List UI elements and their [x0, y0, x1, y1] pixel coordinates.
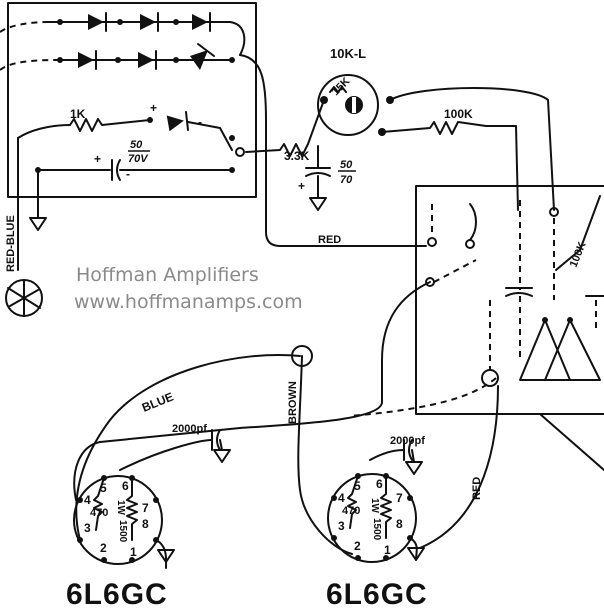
- left-pin-8: 8: [142, 517, 149, 531]
- right-res-470: 470: [342, 505, 360, 517]
- left-pin-1: 1: [130, 545, 137, 559]
- cap2-50-top: 50: [340, 159, 353, 171]
- left-res-1w: 1W: [115, 500, 126, 516]
- res-1k-label: 1K: [70, 107, 86, 121]
- cap-plus: +: [94, 152, 101, 166]
- filter-board: [415, 185, 604, 415]
- wire-brown-label: BROWN: [287, 381, 299, 424]
- wire-blue-label: BLUE: [140, 390, 176, 415]
- pot-10k: [317, 74, 394, 136]
- left-pin-4: 4: [84, 493, 91, 507]
- res-100k-side-label: 100K: [568, 240, 589, 269]
- cap-2000pf-left-label: 2000pf: [172, 423, 207, 435]
- cap2-70-bottom: 70: [340, 174, 353, 186]
- right-res-1500: 1500: [371, 518, 382, 541]
- plus-sign: +: [150, 101, 157, 115]
- right-pin-4: 4: [338, 491, 345, 505]
- minus-sign: -: [198, 115, 202, 129]
- left-pin-7: 7: [142, 501, 149, 515]
- right-pin-6: 6: [376, 477, 383, 491]
- diode: [192, 12, 211, 32]
- tube-socket-left: [73, 475, 175, 569]
- left-res-470: 470: [90, 507, 108, 519]
- left-res-1500: 1500: [117, 520, 128, 543]
- watermark-line1: Hoffman Amplifiers: [76, 264, 259, 286]
- watermark-line2: www.hoffmanamps.com: [74, 291, 303, 313]
- right-pin-2: 2: [354, 539, 361, 553]
- right-pin-3: 3: [338, 519, 345, 533]
- cap-70v-bottom: 70V: [128, 153, 149, 165]
- left-pin-6: 6: [122, 479, 129, 493]
- res-3k3-label: 3.3K: [284, 149, 310, 163]
- bias-board: [0, 2, 257, 271]
- bias-board-outline: [7, 2, 257, 198]
- diode: [78, 50, 97, 70]
- cap-2000pf-right-label: 2000pf: [390, 435, 425, 447]
- diode: [88, 12, 107, 32]
- cap-50-top: 50: [130, 139, 143, 151]
- wire-grommet: [481, 369, 499, 387]
- tube-name-right: 6L6GC: [326, 578, 428, 611]
- left-pin-3: 3: [84, 521, 91, 535]
- wire-red-right-label: RED: [471, 477, 483, 500]
- wire-red-blue-label: RED-BLUE: [5, 215, 17, 272]
- right-pin-1: 1: [384, 543, 391, 557]
- tube-name-left: 6L6GC: [66, 578, 168, 611]
- right-pin-5: 5: [354, 479, 361, 493]
- right-pin-8: 8: [396, 517, 403, 531]
- right-res-1w: 1W: [369, 498, 380, 514]
- wire-red-top-label: RED: [318, 234, 341, 246]
- cap-minus: -: [126, 167, 130, 181]
- left-pin-5: 5: [100, 481, 107, 495]
- pot-label: 10K-L: [330, 46, 366, 61]
- right-pin-7: 7: [396, 491, 403, 505]
- res-100k-label: 100K: [444, 107, 473, 121]
- diode: [138, 50, 157, 70]
- tube-socket-right: [327, 473, 425, 563]
- cap2-plus: +: [298, 179, 305, 193]
- diode: [140, 12, 159, 32]
- left-pin-2: 2: [100, 541, 107, 555]
- diode: [190, 43, 215, 70]
